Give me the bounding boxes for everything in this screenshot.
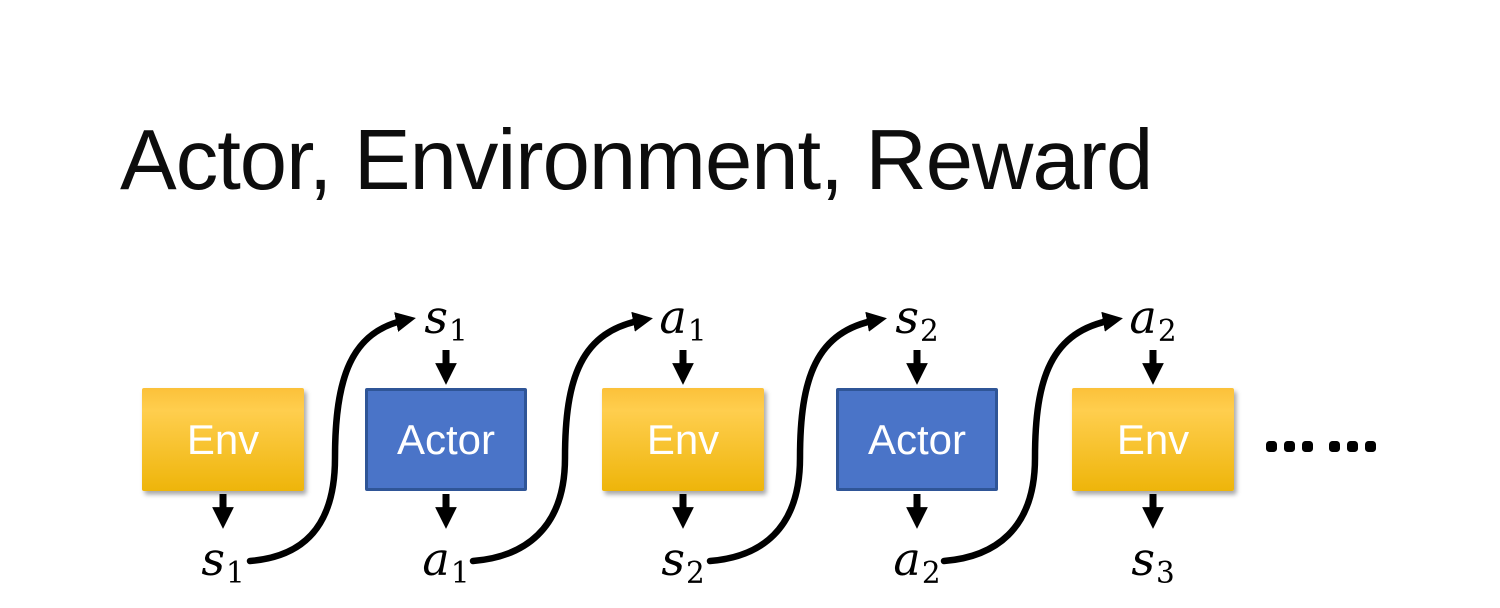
variable-base: a bbox=[1129, 290, 1157, 344]
env-box: Env bbox=[142, 388, 304, 491]
variable-subscript: 1 bbox=[450, 556, 470, 591]
box-label: Env bbox=[1116, 415, 1190, 463]
slide-title: Actor, Environment, Reward bbox=[120, 113, 1153, 208]
dot bbox=[1284, 441, 1295, 452]
variable-base: s bbox=[1131, 532, 1155, 586]
variable-subscript: 2 bbox=[685, 556, 705, 591]
bottom-math-label-s3: s3 bbox=[1131, 536, 1174, 589]
env-box: Env bbox=[1072, 388, 1234, 491]
top-math-label-s1: s1 bbox=[424, 294, 467, 347]
box-label: Env bbox=[646, 415, 720, 463]
variable-subscript: 2 bbox=[919, 314, 939, 349]
variable-base: s bbox=[895, 290, 919, 344]
bottom-math-label-s2: s2 bbox=[661, 536, 704, 589]
variable-subscript: 1 bbox=[687, 314, 707, 349]
variable-subscript: 2 bbox=[921, 556, 941, 591]
ellipsis-dots bbox=[1266, 441, 1383, 452]
top-math-label-a1: a1 bbox=[659, 294, 706, 347]
env-box: Env bbox=[602, 388, 764, 491]
dot bbox=[1266, 441, 1277, 452]
box-label: Env bbox=[186, 415, 260, 463]
top-math-label-s2: s2 bbox=[895, 294, 938, 347]
variable-base: a bbox=[893, 532, 921, 586]
box-label: Actor bbox=[396, 415, 496, 463]
dot bbox=[1365, 441, 1376, 452]
variable-base: s bbox=[424, 290, 448, 344]
bottom-math-label-s1: s1 bbox=[201, 536, 244, 589]
box-label: Actor bbox=[867, 415, 967, 463]
actor-box: Actor bbox=[836, 388, 998, 491]
variable-subscript: 2 bbox=[1157, 314, 1177, 349]
dot bbox=[1347, 441, 1358, 452]
variable-base: a bbox=[659, 290, 687, 344]
variable-subscript: 1 bbox=[448, 314, 468, 349]
variable-base: s bbox=[201, 532, 225, 586]
actor-box: Actor bbox=[365, 388, 527, 491]
variable-base: a bbox=[422, 532, 450, 586]
dot bbox=[1329, 441, 1340, 452]
variable-subscript: 1 bbox=[225, 556, 245, 591]
variable-base: s bbox=[661, 532, 685, 586]
bottom-math-label-a1: a1 bbox=[422, 536, 469, 589]
top-math-label-a2: a2 bbox=[1129, 294, 1176, 347]
variable-subscript: 3 bbox=[1155, 556, 1175, 591]
bottom-math-label-a2: a2 bbox=[893, 536, 940, 589]
dot bbox=[1302, 441, 1313, 452]
